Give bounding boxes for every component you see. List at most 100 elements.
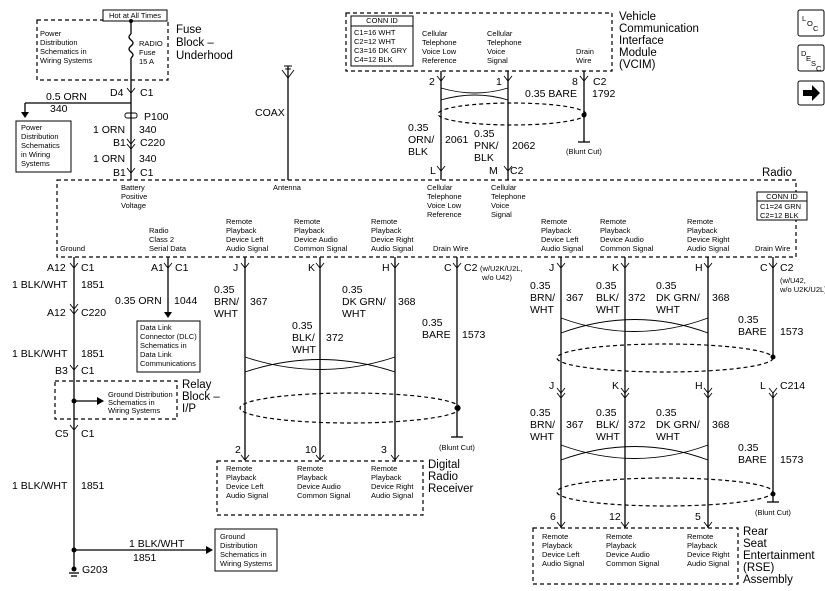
- wire-circuit: 340: [50, 103, 68, 115]
- twisted-trio-icon: [244, 356, 396, 373]
- pin-6: 6: [550, 511, 556, 523]
- wire-gauge: 1 BLK/WHT: [12, 279, 68, 291]
- relay-ref: Ground Distribution Schematics in Wiring…: [108, 390, 175, 415]
- pin-j: J: [549, 380, 554, 392]
- splice-p100-icon: [124, 112, 138, 119]
- lbl-battery: Battery Positive Voltage: [121, 183, 149, 210]
- rear-seat-entertainment: J K H C C2 (w/U42, w/o U2K/U2L) 0.35 BRN…: [530, 257, 825, 586]
- wire-gauge: 0.35 BRN/ WHT: [214, 284, 242, 320]
- svg-text:D: D: [801, 49, 807, 58]
- wire-gauge: 0.35 PNK/ BLK: [474, 128, 501, 164]
- wire-circuit: 1573: [780, 326, 804, 338]
- fuse-block: Hot at All Times Power Distribution Sche…: [36, 9, 233, 100]
- connector-c1: C1: [81, 262, 95, 274]
- lbl-common2: Remote Playback Device Audio Common Sign…: [600, 217, 654, 253]
- arrow-right-icon: [803, 85, 820, 101]
- rse-lbl-right: Remote Playback Device Right Audio Signa…: [687, 532, 732, 568]
- wire-gauge: 1 BLK/WHT: [12, 348, 68, 360]
- blunt-cut: (Blunt Cut): [566, 147, 602, 156]
- connector-c2: C2: [593, 76, 607, 88]
- vcim-label-signal: Cellular Telephone Voice Signal: [487, 29, 524, 65]
- twisted-pair-icon: [440, 87, 509, 101]
- pin-l: L: [760, 380, 766, 392]
- arrow-down-icon: [164, 312, 172, 318]
- ground-symbol-icon: [71, 566, 77, 572]
- pin-2: 2: [235, 444, 241, 456]
- c2-note: (w/U42, w/o U2K/U2L): [779, 276, 825, 294]
- lbl-drain2: Drain Wire: [755, 244, 790, 253]
- wire-gauge: 1 BLK/WHT: [12, 480, 68, 492]
- wire-gauge: 1 ORN: [93, 153, 125, 165]
- arrow-down-icon: [21, 112, 29, 118]
- hot-label-box: [102, 9, 168, 22]
- rse-outline: [532, 527, 739, 585]
- wire-circuit: 367: [566, 419, 584, 431]
- drr-lbl-common: Remote Playback Device Audio Common Sign…: [297, 464, 351, 500]
- connector-c1: C1: [81, 365, 95, 377]
- lbl-right: Remote Playback Device Right Audio Signa…: [371, 217, 416, 253]
- wire-circuit: 1851: [81, 480, 105, 492]
- svg-text:C: C: [816, 64, 822, 73]
- power-ref: Power Distribution Schematics in Wiring …: [40, 29, 92, 65]
- drr-lbl-right: Remote Playback Device Right Audio Signa…: [371, 464, 416, 500]
- drr-title: Digital Radio Receiver: [428, 459, 474, 495]
- description-button[interactable]: D E S C: [797, 44, 825, 73]
- pin-j: J: [233, 262, 238, 274]
- rse-lbl-left: Remote Playback Device Left Audio Signal: [542, 532, 584, 568]
- conn-ids: C1=16 WHT C2=12 WHT C3=16 DK GRY C4=12 B…: [354, 28, 409, 64]
- svg-text:L: L: [802, 14, 806, 23]
- wire-gauge: 0.35 BRN/ WHT: [530, 280, 558, 316]
- svg-text:O: O: [807, 19, 813, 28]
- rse-title: Rear Seat Entertainment (RSE) Assembly: [743, 526, 818, 586]
- relay-block-title: Relay Block – I/P: [182, 379, 223, 415]
- wire-gauge: 0.35 BARE: [738, 442, 767, 466]
- lbl-cell-low: Cellular Telephone Voice Low Reference: [427, 183, 464, 219]
- wire-circuit: 2061: [445, 134, 469, 146]
- lbl-ground: Ground: [60, 244, 85, 253]
- c2-note: (w/U2K/U2L, w/o U42): [480, 264, 525, 282]
- connector-c214-icon: [556, 387, 778, 399]
- wire-gauge: 0.35 BRN/ WHT: [530, 407, 558, 443]
- pin-b1: B1: [113, 167, 126, 179]
- battery-feed: 0.5 ORN 340 Power Distribution Schematic…: [15, 91, 169, 180]
- connector-c2: C2: [464, 262, 478, 274]
- blunt-cut: (Blunt Cut): [755, 508, 791, 517]
- radio-title: Radio: [762, 167, 792, 179]
- pin-h: H: [695, 380, 703, 392]
- vcim-label-low: Cellular Telephone Voice Low Reference: [422, 29, 459, 65]
- vcim-conn-id-box: [350, 15, 414, 67]
- lbl-right2: Remote Playback Device Right Audio Signa…: [687, 217, 732, 253]
- connector-d4-icon: [126, 87, 136, 94]
- wire-gauge: 0.35 BARE: [422, 317, 451, 341]
- pin-2: 2: [429, 76, 435, 88]
- pin-h: H: [382, 262, 390, 274]
- shield-icon: [437, 102, 587, 126]
- wire-gauge: 0.35 DK GRN/ WHT: [656, 280, 703, 316]
- lbl-common: Remote Playback Device Audio Common Sign…: [294, 217, 348, 253]
- connector-c214: C214: [780, 380, 805, 392]
- pin-5: 5: [695, 511, 701, 523]
- nav-buttons: L O C D E S C: [797, 9, 825, 106]
- location-button[interactable]: L O C: [797, 9, 825, 37]
- wire-circuit: 340: [139, 124, 157, 136]
- pin-b3: B3: [55, 365, 68, 377]
- wire-circuit: 372: [628, 292, 646, 304]
- pin-10: 10: [305, 444, 317, 456]
- wire-circuit: 372: [326, 332, 344, 344]
- conn-id-title: CONN ID: [766, 192, 798, 201]
- vcim-label-drain: Drain Wire: [576, 47, 596, 65]
- dlc-ref-box: [136, 320, 201, 373]
- wire-gauge: 0.35 BLK/ WHT: [596, 280, 622, 316]
- radio: Radio CONN ID C1=24 GRN C2=12 BLK Batter…: [56, 167, 808, 258]
- pin-1: 1: [496, 76, 502, 88]
- next-button[interactable]: [797, 80, 825, 106]
- shield-icon: [556, 477, 774, 507]
- lbl-left2: Remote Playback Device Left Audio Signal: [541, 217, 583, 253]
- pin-l: L: [430, 165, 436, 177]
- wire-circuit: 340: [139, 153, 157, 165]
- svg-text:S: S: [811, 59, 816, 68]
- pin-3: 3: [381, 444, 387, 456]
- relay-block-outline: [54, 380, 178, 420]
- shield-icon: [556, 343, 774, 373]
